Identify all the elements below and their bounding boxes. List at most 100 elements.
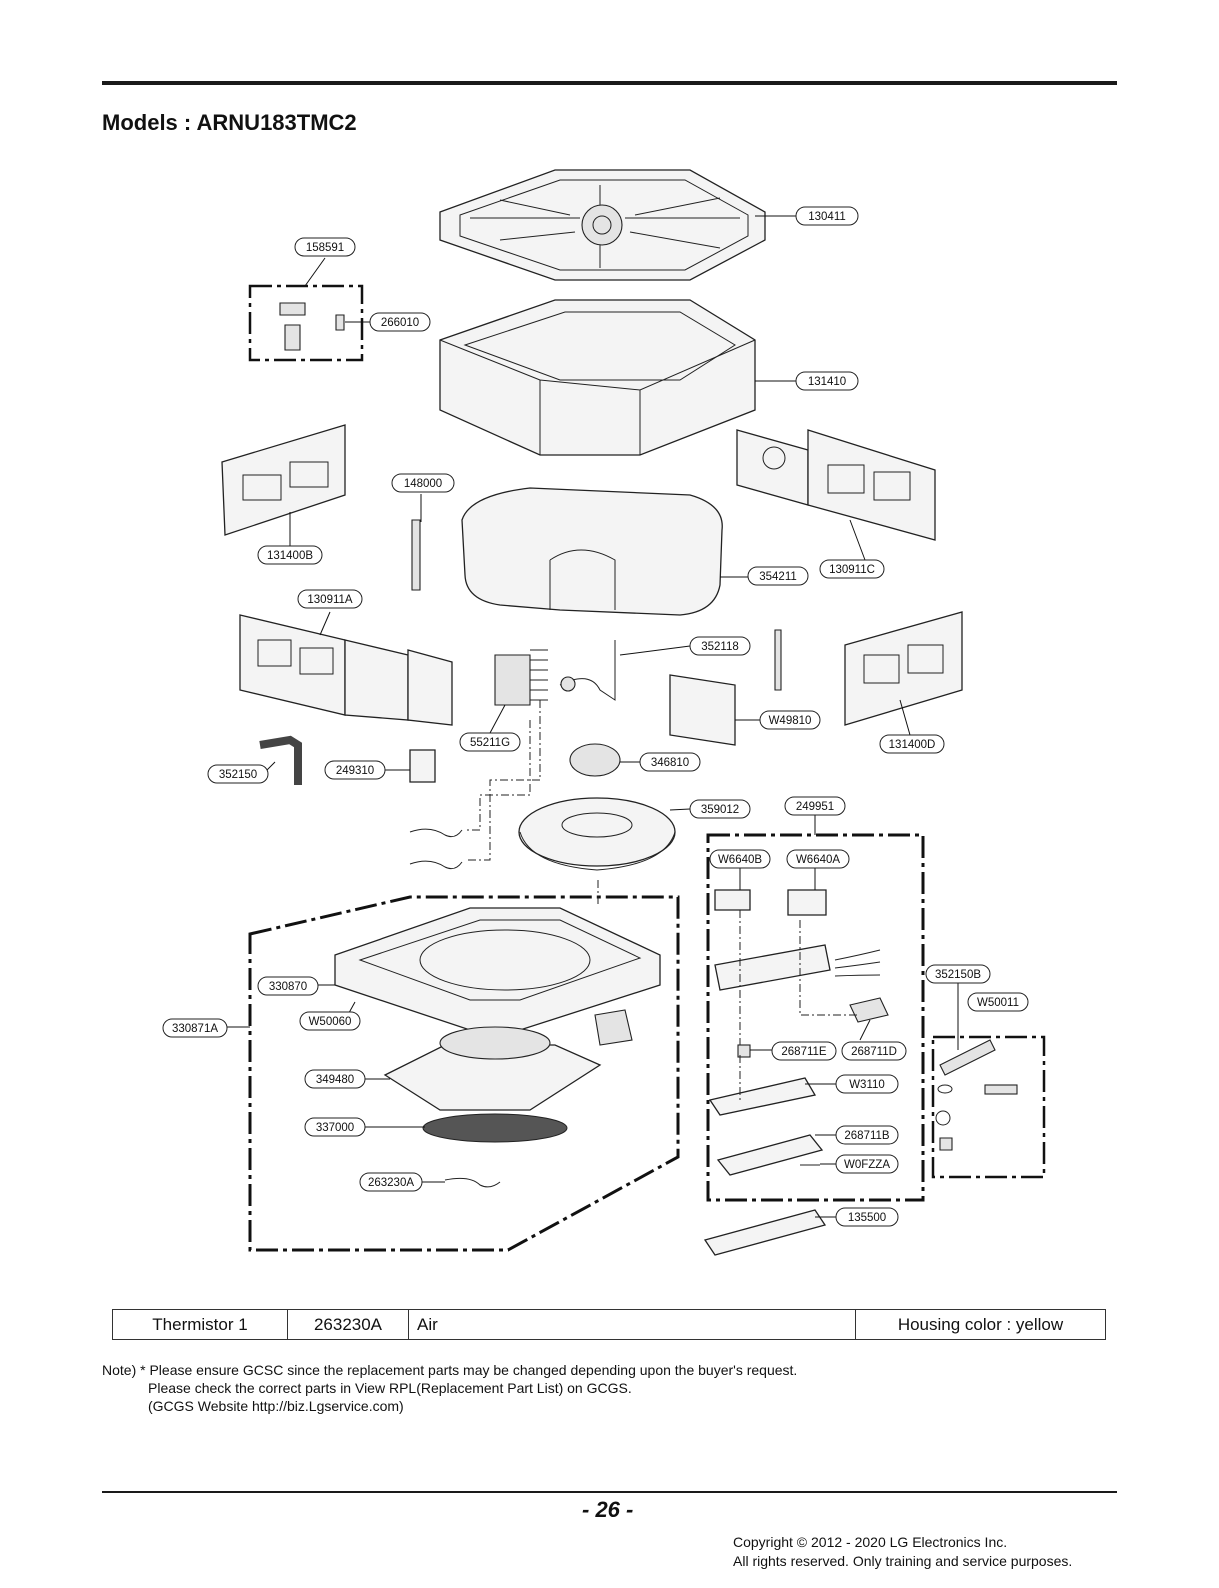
callout-131400D: 131400D bbox=[879, 734, 945, 754]
svg-text:135500: 135500 bbox=[848, 1212, 886, 1224]
svg-text:349480: 349480 bbox=[316, 1074, 354, 1086]
part-control-box bbox=[594, 1009, 633, 1046]
callout-346810: 346810 bbox=[639, 752, 701, 772]
page-title: Models : ARNU183TMC2 bbox=[102, 110, 357, 135]
svg-text:W6640A: W6640A bbox=[796, 854, 840, 866]
part-side-panel-131400B bbox=[221, 424, 346, 536]
part-panel-W49810 bbox=[669, 674, 736, 746]
connection-lines bbox=[465, 700, 860, 1100]
svg-text:W50011: W50011 bbox=[977, 997, 1019, 1009]
part-turbo-fan bbox=[518, 797, 676, 871]
part-bracket-158591 bbox=[279, 302, 345, 351]
callout-W50060: W50060 bbox=[299, 1011, 361, 1031]
part-main-frame bbox=[334, 907, 661, 1031]
svg-text:249951: 249951 bbox=[796, 801, 834, 813]
note-line-1: Note) * Please ensure GCSC since the rep… bbox=[102, 1362, 798, 1378]
svg-text:W6640B: W6640B bbox=[718, 854, 762, 866]
part-cabinet bbox=[439, 299, 756, 456]
svg-text:337000: 337000 bbox=[316, 1122, 354, 1134]
part-pipe-352150 bbox=[259, 735, 302, 785]
callout-330871A: 330871A bbox=[162, 1018, 228, 1038]
callout-266010: 266010 bbox=[369, 312, 431, 332]
callout-268711B: 268711B bbox=[835, 1125, 899, 1145]
table-row: Thermistor 1 263230A Air Housing color :… bbox=[112, 1309, 1106, 1340]
note-line-3: (GCGS Website http://biz.Lgservice.com) bbox=[148, 1398, 404, 1414]
copyright-line-1: Copyright © 2012 - 2020 LG Electronics I… bbox=[733, 1534, 1008, 1550]
svg-text:352150: 352150 bbox=[219, 769, 257, 781]
svg-text:W0FZZA: W0FZZA bbox=[844, 1159, 890, 1171]
copyright: Copyright © 2012 - 2020 LG Electronics I… bbox=[733, 1533, 1072, 1571]
svg-text:131400B: 131400B bbox=[267, 550, 313, 562]
svg-text:131410: 131410 bbox=[808, 376, 846, 388]
part-bracket-249310 bbox=[409, 749, 436, 783]
callout-55211G: 55211G bbox=[459, 732, 521, 752]
svg-text:148000: 148000 bbox=[404, 478, 442, 490]
top-rule bbox=[102, 81, 1117, 85]
svg-text:130911C: 130911C bbox=[829, 564, 875, 576]
callout-263230A: 263230A bbox=[359, 1172, 423, 1192]
svg-text:263230A: 263230A bbox=[368, 1177, 414, 1189]
part-drain-pan bbox=[461, 487, 723, 616]
callout-131410: 131410 bbox=[795, 371, 859, 391]
note-line-2: Please check the correct parts in View R… bbox=[148, 1380, 632, 1396]
svg-text:352150B: 352150B bbox=[935, 969, 981, 981]
part-side-panel-130911A bbox=[239, 614, 453, 726]
part-motor bbox=[569, 743, 621, 777]
part-cable bbox=[409, 828, 463, 870]
callout-W6640B: W6640B bbox=[709, 849, 771, 869]
svg-text:268711B: 268711B bbox=[844, 1130, 890, 1142]
svg-text:268711E: 268711E bbox=[781, 1046, 827, 1058]
table-cell-name: Thermistor 1 bbox=[112, 1309, 288, 1340]
part-bracket-148000 bbox=[411, 519, 421, 591]
callout-W0FZZA: W0FZZA bbox=[835, 1154, 899, 1174]
svg-text:130911A: 130911A bbox=[307, 594, 353, 606]
svg-text:352118: 352118 bbox=[701, 641, 739, 653]
callout-148000: 148000 bbox=[391, 473, 455, 493]
callout-130411: 130411 bbox=[795, 206, 859, 226]
bottom-rule bbox=[102, 1491, 1117, 1493]
callout-135500: 135500 bbox=[835, 1207, 899, 1227]
group-box-W50011 bbox=[931, 1035, 1046, 1179]
part-front-grille bbox=[439, 169, 766, 281]
callout-W6640A: W6640A bbox=[786, 849, 850, 869]
callout-352150B: 352150B bbox=[925, 964, 991, 984]
replacement-note: Note) * Please ensure GCSC since the rep… bbox=[102, 1361, 797, 1415]
svg-text:W50060: W50060 bbox=[309, 1016, 352, 1028]
svg-text:330871A: 330871A bbox=[172, 1023, 218, 1035]
part-bracket-352118b bbox=[774, 629, 782, 691]
callout-337000: 337000 bbox=[304, 1117, 366, 1137]
part-pcb-group bbox=[708, 889, 889, 1176]
callout-268711D: 268711D bbox=[841, 1041, 907, 1061]
svg-text:346810: 346810 bbox=[651, 757, 689, 769]
table-cell-remark: Housing color : yellow bbox=[855, 1309, 1106, 1340]
svg-text:354211: 354211 bbox=[759, 571, 797, 583]
svg-text:131400D: 131400D bbox=[889, 739, 936, 751]
part-side-panel-131400D bbox=[844, 611, 963, 726]
thermistor-spec-table: Thermistor 1 263230A Air Housing color :… bbox=[112, 1309, 1106, 1340]
svg-text:55211G: 55211G bbox=[470, 737, 510, 749]
callout-131400B: 131400B bbox=[257, 545, 323, 565]
callout-354211: 354211 bbox=[747, 566, 809, 586]
copyright-line-2: All rights reserved. Only training and s… bbox=[733, 1553, 1073, 1569]
page-number: - 26 - bbox=[582, 1497, 634, 1522]
callout-130911A: 130911A bbox=[297, 589, 363, 609]
callout-352150: 352150 bbox=[207, 764, 269, 784]
callout-249310: 249310 bbox=[324, 760, 386, 780]
part-bracket-135500 bbox=[703, 1209, 827, 1256]
group-box-158591 bbox=[248, 284, 364, 362]
callout-130911C: 130911C bbox=[819, 559, 885, 579]
callout-W49810: W49810 bbox=[759, 710, 821, 730]
callout-W3110: W3110 bbox=[835, 1074, 899, 1094]
callout-W50011: W50011 bbox=[967, 992, 1029, 1012]
svg-text:130411: 130411 bbox=[808, 211, 846, 223]
callout-158591: 158591 bbox=[294, 237, 356, 257]
part-pipe-assembly bbox=[494, 640, 616, 706]
group-box-330871A bbox=[248, 895, 680, 1252]
table-cell-type: Air bbox=[408, 1309, 856, 1340]
part-orifice bbox=[383, 1026, 602, 1111]
part-side-panel-130911C bbox=[736, 429, 936, 541]
part-drain-hose-group bbox=[935, 1039, 1018, 1151]
svg-text:330870: 330870 bbox=[269, 981, 307, 993]
callout-352118: 352118 bbox=[689, 636, 751, 656]
